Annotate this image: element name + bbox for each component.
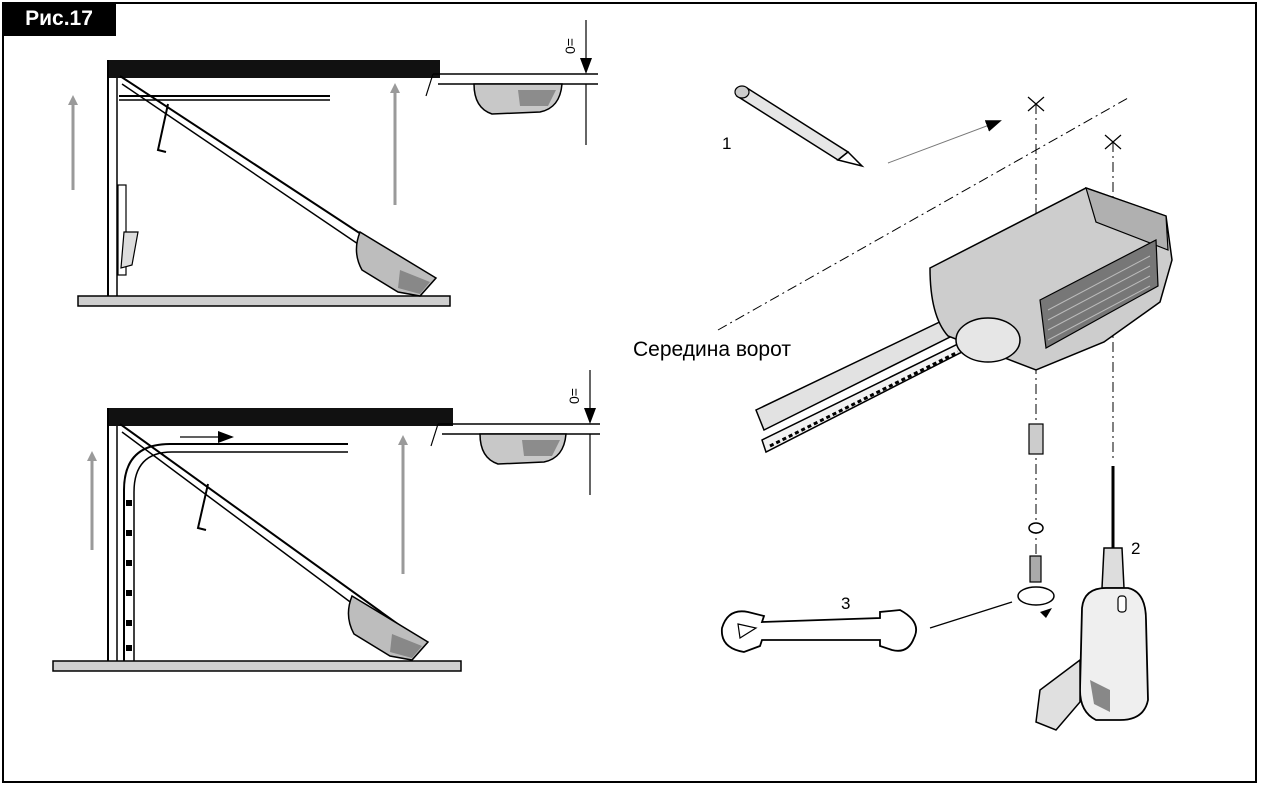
callout-pencil: 1 <box>722 134 731 153</box>
clearance-label-bottom: 0= <box>566 388 582 404</box>
gate-middle-caption: Середина ворот <box>633 338 791 361</box>
motor-mounting-diagram: 1 3 <box>633 85 1173 731</box>
lintel-beam <box>108 60 440 78</box>
washer-icon <box>1028 522 1044 534</box>
drill-icon <box>1035 466 1149 731</box>
sectional-gate-diagram: 0= <box>52 370 600 672</box>
figure-label: Рис.17 <box>2 2 116 36</box>
callout-drill: 2 <box>1131 539 1140 558</box>
clearance-label-top: 0= <box>562 38 578 54</box>
callout-wrench: 3 <box>841 594 850 613</box>
screw-icon <box>1029 555 1042 583</box>
pencil-icon <box>734 85 865 168</box>
tilt-gate-diagram: 0= <box>68 20 598 307</box>
wrench-icon <box>721 609 918 653</box>
floor-slab <box>77 295 451 307</box>
